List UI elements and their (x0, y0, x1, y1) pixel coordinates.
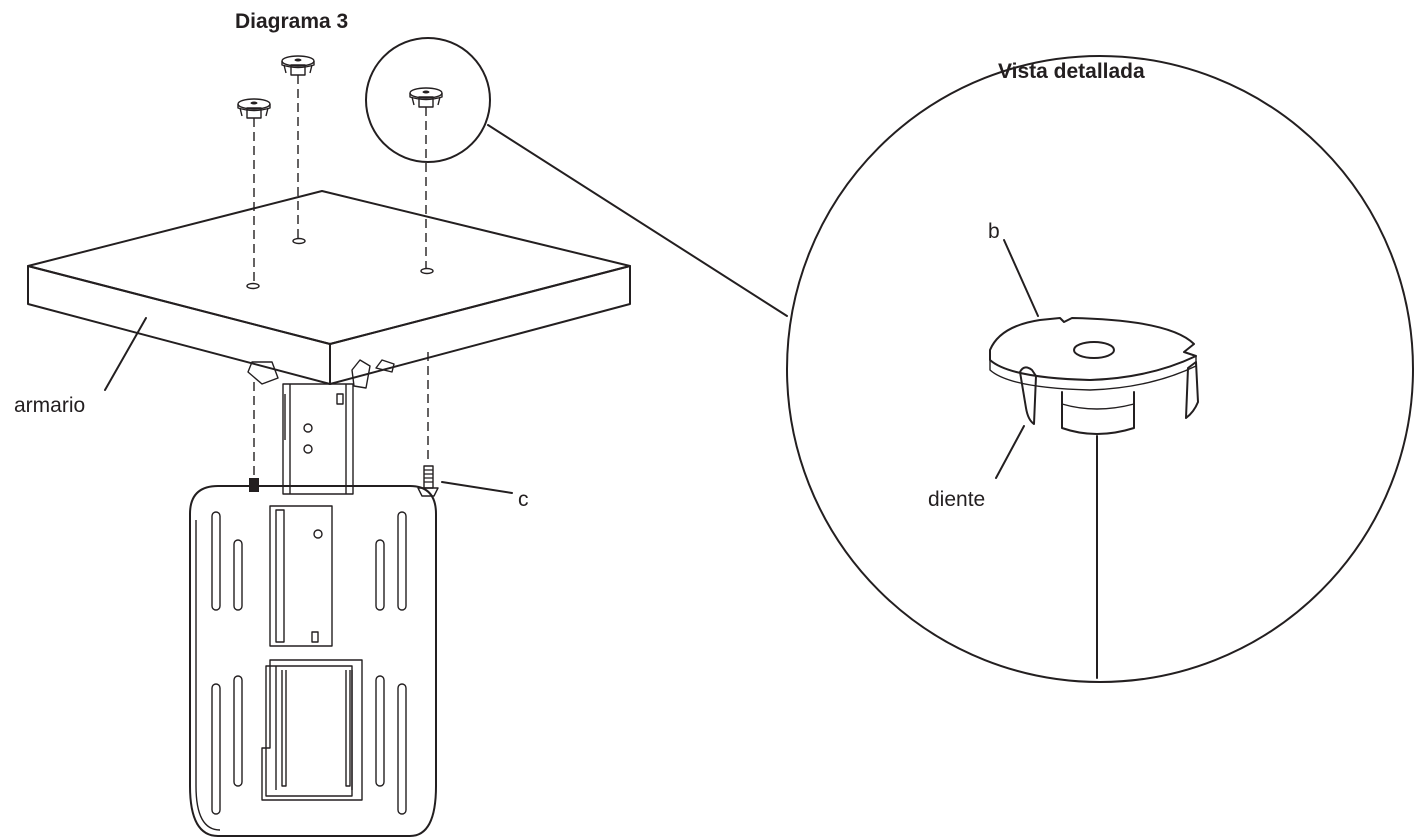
clip-b-middle (281, 55, 315, 76)
mounting-plate (189, 485, 437, 837)
cabinet-panel (27, 190, 631, 385)
detail-view-title: Vista detallada (998, 60, 1145, 83)
mounting-bracket (247, 359, 395, 495)
clip-b-right (409, 87, 443, 108)
clip-b-left (237, 98, 271, 119)
screw-c-right (417, 465, 439, 497)
detail-clip-b (989, 317, 1199, 435)
screw-leader-line (441, 481, 513, 494)
detail-circle (786, 55, 1414, 683)
cabinet-leader-line (104, 317, 147, 391)
magnifier-circle (365, 37, 491, 163)
diagram-title: Diagrama 3 (235, 10, 348, 33)
magnifier-leader-line (487, 124, 788, 317)
label-clip-b: b (988, 220, 1000, 243)
clip-leader-line (1003, 239, 1039, 317)
label-cabinet: armario (14, 394, 85, 417)
clip-guide-lines (253, 75, 427, 284)
tooth-leader-line (995, 425, 1025, 479)
label-screw-c: c (518, 488, 529, 511)
label-tooth: diente (928, 488, 985, 511)
screw-guide-lines (253, 352, 429, 478)
